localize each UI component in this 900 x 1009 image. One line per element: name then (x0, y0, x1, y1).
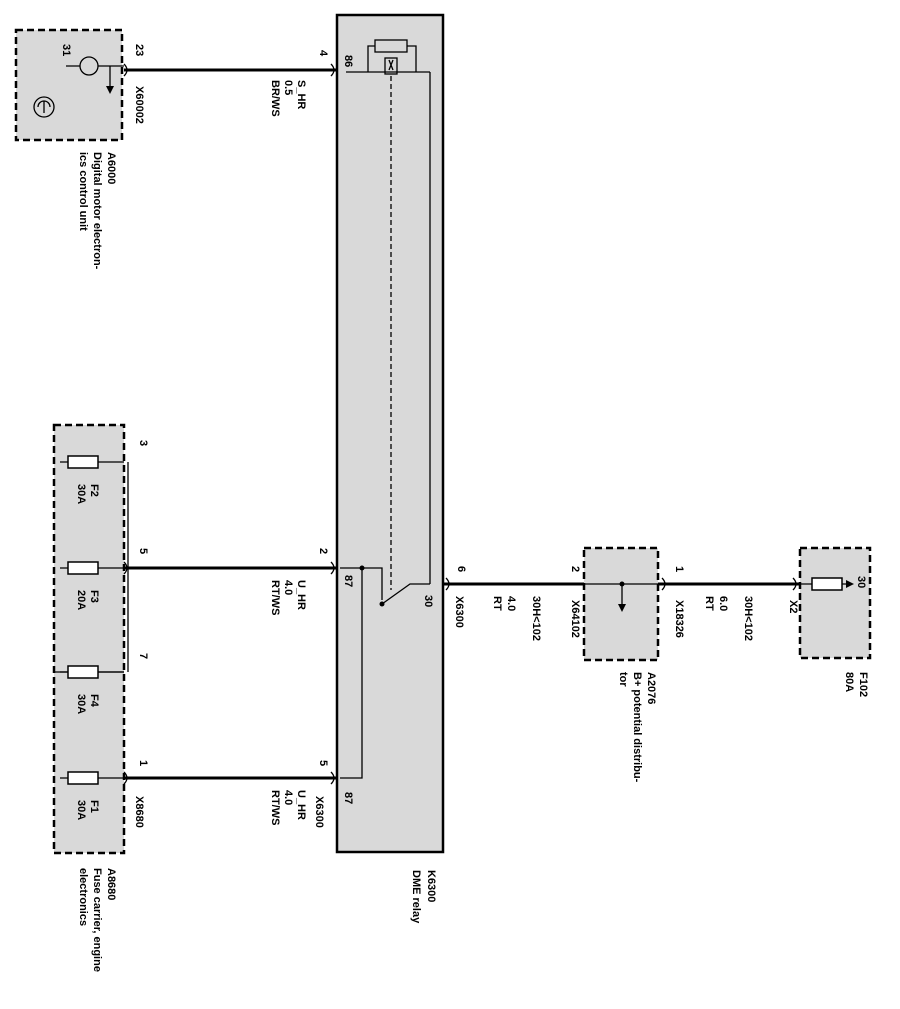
distributor-conn-out: X18326 (673, 600, 685, 638)
wire1-color: BR/WS (269, 80, 281, 117)
dme-unit-box (14, 28, 124, 142)
wire4-size: 4.0 (505, 596, 517, 611)
distributor-name-line-2: tor (617, 672, 629, 687)
wire3-signal: U_HR (295, 790, 307, 820)
dme-name-line: Digital motor electron- (91, 152, 103, 270)
fuse-carrier-id: A8680 (105, 868, 117, 900)
distributor-junction (619, 581, 625, 587)
relay-87-bus (340, 567, 383, 779)
fuse-carrier-pin-5: 5 (137, 548, 149, 554)
wire3-size: 4.0 (282, 790, 294, 805)
fuse-carrier-name: Fuse carrier, engine (91, 868, 103, 972)
wire2-relay-pin: 2 (317, 548, 329, 554)
main-fuse-box (798, 546, 872, 660)
distributor-arrow-icon (618, 604, 626, 612)
wire1-relay-pin: 4 (317, 50, 329, 57)
main-fuse-arrow-icon (846, 580, 854, 588)
relay-pin-87b: 87 (342, 792, 354, 804)
distributor-name-line: B+ potential distribu- (631, 672, 643, 783)
main-fuse-rating: 80A (843, 672, 855, 692)
dme-connector: X60002 (133, 86, 145, 124)
dme-id: A6000 (105, 152, 117, 184)
distributor-conn-in: X64102 (569, 600, 581, 638)
fuse-f1 (60, 771, 124, 785)
wire-u-hr-5-connector (123, 771, 335, 785)
fuse-carrier-name-line: Fuse carrier, engine (91, 868, 103, 972)
dme-arrow-icon (106, 86, 114, 94)
relay-id: K6300 (425, 870, 437, 902)
main-fuse-body (811, 577, 843, 591)
relay-contact-dot (379, 601, 385, 607)
fuse-f3-label: F3 (88, 590, 100, 603)
fuse-carrier-name-line-2: electronics (77, 868, 89, 926)
relay-pin-86: 86 (342, 55, 354, 67)
distributor-id: A2076 (645, 672, 657, 704)
fuse-f1-label: F1 (88, 800, 100, 813)
fuse-f3 (60, 561, 124, 575)
fuse-carrier-pin-1: 1 (137, 760, 149, 766)
wire4-color: RT (491, 596, 503, 611)
wire3-color: RT/WS (269, 790, 281, 825)
fuse-f3-rating: 20A (75, 590, 87, 610)
fuse-f2 (60, 455, 124, 469)
fuse-f4-rating: 30A (75, 694, 87, 714)
fuse-carrier-pin-3: 3 (137, 440, 149, 446)
dme-pin-23: 23 (133, 44, 145, 56)
dme-name: Digital motor electron- (91, 152, 103, 270)
wire3-relay-pin: 5 (317, 760, 329, 766)
relay-pin-30: 30 (422, 595, 434, 607)
wire5-color: RT (703, 596, 715, 611)
wire-s-hr-connector (123, 63, 335, 77)
relay-junction (359, 565, 365, 571)
distributor-pin-out: 1 (673, 566, 685, 572)
fuse-f4-label: F4 (88, 694, 100, 708)
relay-connector-a: X6300 (453, 596, 465, 628)
fuse-f2-rating: 30A (75, 484, 87, 504)
wire-u-hr-2-connector (123, 561, 335, 575)
relay-diode-mark (388, 59, 394, 71)
relay-name: DME relay (410, 870, 422, 924)
relay-pin-87: 87 (342, 575, 354, 587)
wire1-size: 0.5 (282, 80, 294, 95)
relay-housing (335, 13, 445, 854)
fuse-carrier-pin-7: 7 (137, 653, 149, 659)
wire1-signal: S_HR (295, 80, 307, 109)
main-fuse-pin: 30 (855, 576, 867, 588)
fuse-carrier-name-2: electronics (77, 868, 89, 926)
dme-ecu-icon (33, 96, 55, 118)
wire4-relay-pin: 6 (455, 566, 467, 572)
main-fuse-connector: X2 (787, 600, 799, 613)
wire-30h-relay-connector (445, 577, 450, 591)
distributor-name-2: tor (617, 672, 629, 687)
fuse-f1-rating: 30A (75, 800, 87, 820)
main-fuse-id: F102 (857, 672, 869, 697)
relay-coil-leads (346, 45, 430, 73)
dme-name-2: ics control unit (77, 152, 89, 231)
wire-30h-main-connector (661, 577, 797, 591)
wire4-circuit: 30H<102 (530, 596, 542, 641)
relay-coil-core (384, 57, 398, 75)
distributor-name: B+ potential distribu- (631, 672, 643, 783)
relay-switch-contact (381, 583, 430, 605)
fuse-f4 (60, 665, 124, 679)
relay-connector-b: X6300 (313, 796, 325, 828)
fuse-f2-label: F2 (88, 484, 100, 497)
wire2-color: RT/WS (269, 580, 281, 615)
dme-pin-31: 31 (60, 44, 72, 56)
wire2-signal: U_HR (295, 580, 307, 610)
wire5-circuit: 30H<102 (742, 596, 754, 641)
dme-ecu-icon-detail (37, 100, 51, 113)
distributor-pin-in: 2 (569, 566, 581, 572)
wire5-size: 6.0 (717, 596, 729, 611)
wire2-size: 4.0 (282, 580, 294, 595)
dme-name-line-2: ics control unit (77, 152, 89, 231)
fuse-carrier-connector: X8680 (133, 796, 145, 828)
